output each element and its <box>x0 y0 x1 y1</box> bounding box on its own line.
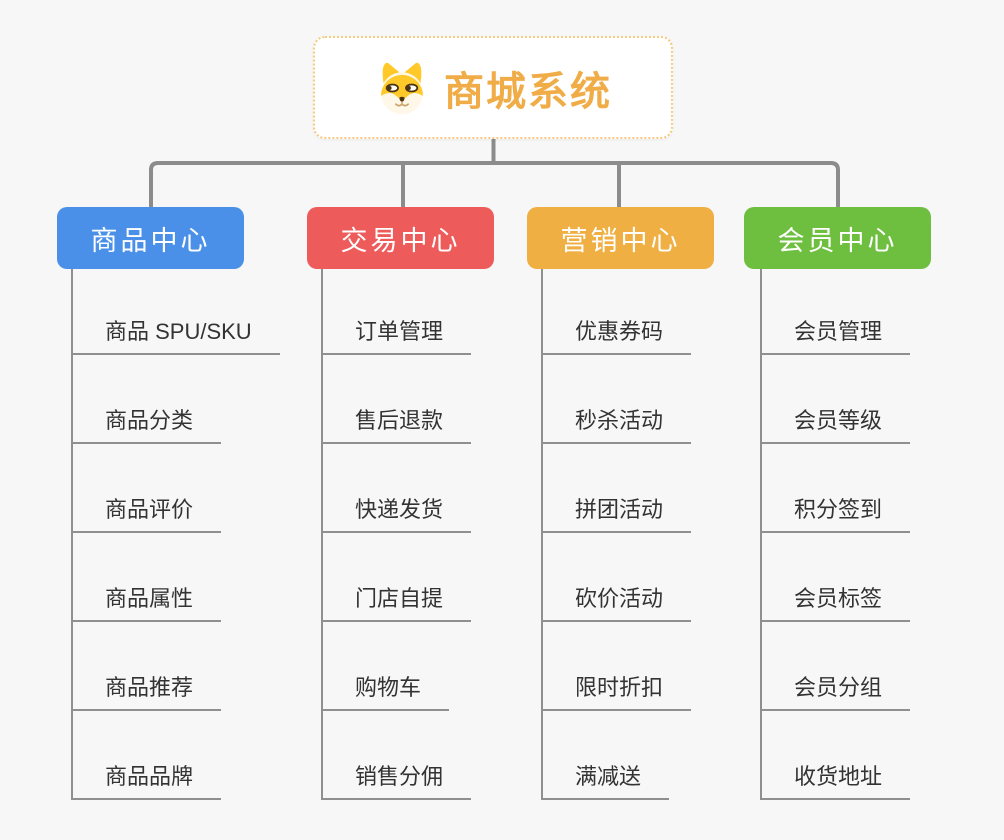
branch-node-marketing-center[interactable]: 营销中心 <box>527 207 714 269</box>
child-node[interactable]: 积分签到 <box>762 444 911 533</box>
branch-children-trade: 订单管理 售后退款 快递发货 门店自提 购物车 销售分佣 <box>321 269 472 800</box>
branch-bus-line <box>149 161 840 208</box>
branch-node-member-center[interactable]: 会员中心 <box>744 207 931 269</box>
child-node[interactable]: 商品推荐 <box>73 622 222 711</box>
child-node[interactable]: 商品 SPU/SKU <box>73 269 280 355</box>
branch-children-product: 商品 SPU/SKU 商品分类 商品评价 商品属性 商品推荐 商品品牌 <box>71 269 280 800</box>
child-node[interactable]: 会员等级 <box>762 355 911 444</box>
root-node-mall-system[interactable]: 商城系统 <box>313 36 673 139</box>
child-node[interactable]: 拼团活动 <box>543 444 692 533</box>
child-node[interactable]: 购物车 <box>323 622 450 711</box>
branch-children-member: 会员管理 会员等级 积分签到 会员标签 会员分组 收货地址 <box>760 269 911 800</box>
child-node[interactable]: 限时折扣 <box>543 622 692 711</box>
child-node[interactable]: 快递发货 <box>323 444 472 533</box>
child-node[interactable]: 会员分组 <box>762 622 911 711</box>
child-node[interactable]: 满减送 <box>543 711 670 800</box>
dog-face-icon <box>381 62 423 114</box>
child-node[interactable]: 会员标签 <box>762 533 911 622</box>
child-node[interactable]: 商品分类 <box>73 355 222 444</box>
child-node[interactable]: 商品品牌 <box>73 711 222 800</box>
branch-node-product-center[interactable]: 商品中心 <box>57 207 244 269</box>
child-node[interactable]: 门店自提 <box>323 533 472 622</box>
branch-children-marketing: 优惠券码 秒杀活动 拼团活动 砍价活动 限时折扣 满减送 <box>541 269 692 800</box>
child-node[interactable]: 秒杀活动 <box>543 355 692 444</box>
branch-node-trade-center[interactable]: 交易中心 <box>307 207 494 269</box>
child-node[interactable]: 订单管理 <box>323 269 472 355</box>
child-node[interactable]: 售后退款 <box>323 355 472 444</box>
child-node[interactable]: 商品属性 <box>73 533 222 622</box>
root-node-title: 商城系统 <box>444 69 612 114</box>
child-node[interactable]: 优惠券码 <box>543 269 692 355</box>
child-node[interactable]: 商品评价 <box>73 444 222 533</box>
child-node[interactable]: 砍价活动 <box>543 533 692 622</box>
child-node[interactable]: 收货地址 <box>762 711 911 800</box>
child-node[interactable]: 销售分佣 <box>323 711 472 800</box>
child-node[interactable]: 会员管理 <box>762 269 911 355</box>
